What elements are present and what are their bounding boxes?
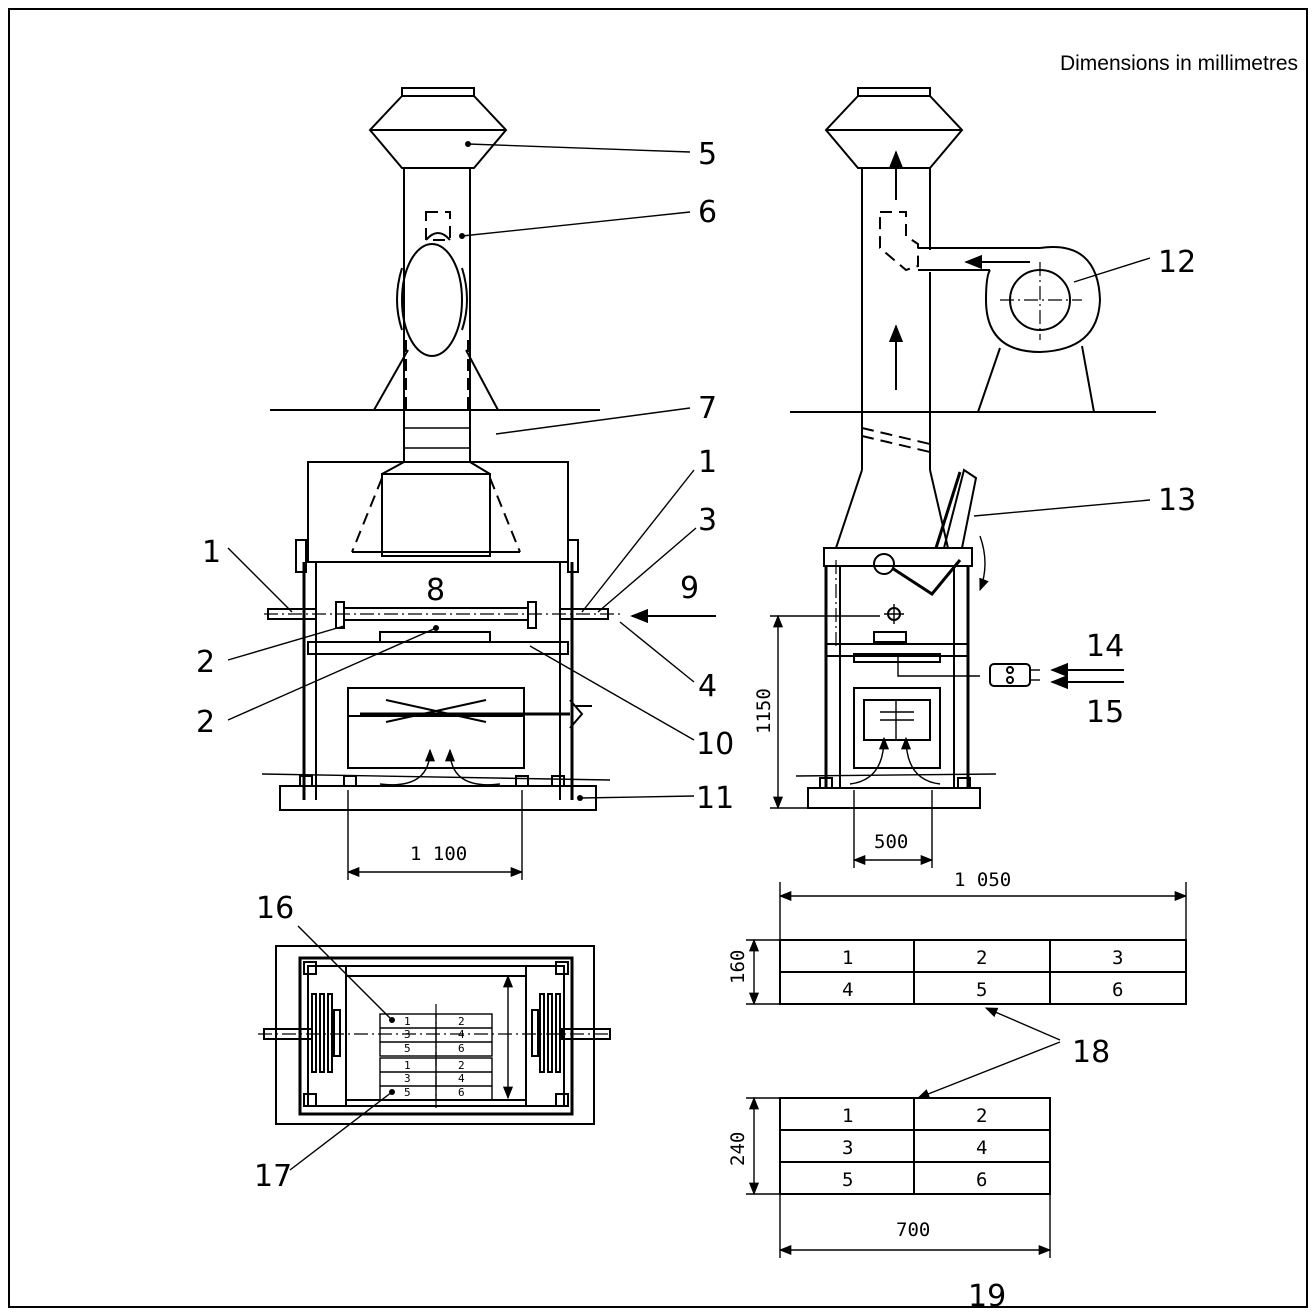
plan-cell: 2 xyxy=(458,1059,465,1072)
table-b-cell: 4 xyxy=(976,1137,987,1159)
dim-front-width: 1 100 xyxy=(410,843,467,865)
callout-4: 4 xyxy=(698,669,717,704)
table-a-cell: 1 xyxy=(842,947,853,969)
plan-cell: 5 xyxy=(404,1042,411,1055)
table-a-cells: 1 2 3 4 5 6 xyxy=(842,947,1123,1001)
layout-leaders xyxy=(916,1007,1061,1099)
plan-cell: 6 xyxy=(458,1086,465,1099)
specimen-layout-b xyxy=(746,1096,1052,1258)
callout-15: 15 xyxy=(1086,695,1124,730)
callout-7: 7 xyxy=(698,391,717,426)
figure-number: 19 xyxy=(968,1279,1006,1313)
callout-9: 9 xyxy=(680,571,699,606)
table-b-cell: 3 xyxy=(842,1137,853,1159)
table-a-cell: 5 xyxy=(976,979,987,1001)
plan-view-cells: 1 2 3 4 5 6 1 2 3 4 5 6 xyxy=(404,1015,465,1099)
drawing-frame xyxy=(8,8,1308,1308)
callout-12: 12 xyxy=(1158,245,1196,280)
front-view xyxy=(261,87,716,880)
plan-cell: 5 xyxy=(404,1086,411,1099)
table-a-cell: 6 xyxy=(1112,979,1123,1001)
plan-cell: 4 xyxy=(458,1072,465,1085)
callout-11: 11 xyxy=(696,781,734,816)
callout-labels: 5 6 7 1 3 1 8 9 2 2 4 10 11 12 13 14 15 … xyxy=(196,137,1196,1313)
dim-table-a-height: 160 xyxy=(727,950,749,984)
callout-1-right: 1 xyxy=(698,445,717,480)
callout-17: 17 xyxy=(254,1159,292,1194)
callout-5: 5 xyxy=(698,137,717,172)
plan-cell: 6 xyxy=(458,1042,465,1055)
dim-table-b-width: 700 xyxy=(896,1219,930,1241)
units-note: Dimensions in millimetres xyxy=(1059,52,1298,75)
side-view-leaders xyxy=(973,257,1151,517)
table-b-cell: 1 xyxy=(842,1105,853,1127)
specimen-layout-a xyxy=(746,882,1188,1006)
table-b-cell: 2 xyxy=(976,1105,987,1127)
table-a-cell: 3 xyxy=(1112,947,1123,969)
callout-2-upper: 2 xyxy=(196,645,215,680)
table-b-cells: 1 2 3 4 5 6 xyxy=(842,1105,987,1191)
table-b-cell: 5 xyxy=(842,1169,853,1191)
side-view xyxy=(770,87,1156,868)
plan-cell: 1 xyxy=(404,1015,411,1028)
dim-table-a-width: 1 050 xyxy=(954,869,1011,891)
front-view-leaders xyxy=(227,141,697,801)
dim-side-height: 1150 xyxy=(753,688,775,734)
plan-view-leaders xyxy=(289,925,395,1171)
plan-cell: 4 xyxy=(458,1028,465,1041)
callout-10: 10 xyxy=(696,727,734,762)
table-b-cell: 6 xyxy=(976,1169,987,1191)
dim-side-width: 500 xyxy=(874,831,908,853)
table-a-cell: 4 xyxy=(842,979,853,1001)
plan-cell: 3 xyxy=(404,1072,411,1085)
plan-cell: 3 xyxy=(404,1028,411,1041)
dim-table-b-height: 240 xyxy=(727,1132,749,1166)
plan-view xyxy=(258,945,612,1125)
callout-18: 18 xyxy=(1072,1035,1110,1070)
dimension-texts: 1 100 1150 500 1 050 160 700 240 xyxy=(410,688,1011,1241)
callout-14: 14 xyxy=(1086,629,1124,664)
callout-16: 16 xyxy=(256,891,294,926)
callout-8: 8 xyxy=(426,573,445,608)
plan-cell: 2 xyxy=(458,1015,465,1028)
callout-6: 6 xyxy=(698,195,717,230)
callout-13: 13 xyxy=(1158,483,1196,518)
callout-2-lower: 2 xyxy=(196,705,215,740)
callout-1-left: 1 xyxy=(202,535,221,570)
callout-3: 3 xyxy=(698,503,717,538)
table-a-cell: 2 xyxy=(976,947,987,969)
plan-cell: 1 xyxy=(404,1059,411,1072)
